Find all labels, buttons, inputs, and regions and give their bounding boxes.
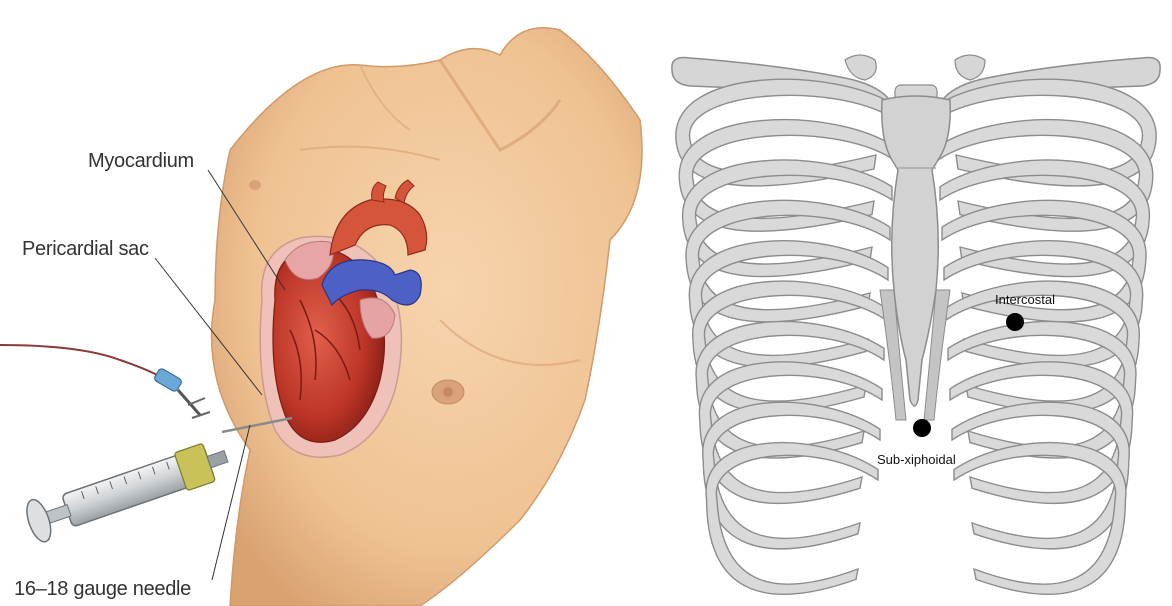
label-myocardium: Myocardium [88, 150, 194, 173]
subxiphoidal-marker [913, 419, 931, 437]
syringe [22, 435, 233, 544]
label-subxiphoidal: Sub-xiphoidal [877, 452, 956, 467]
label-needle: 16–18 gauge needle [14, 578, 191, 601]
rib-cage-diagram: Intercostal Sub-xiphoidal [660, 0, 1172, 606]
ribs-left [676, 79, 896, 594]
label-intercostal: Intercostal [995, 292, 1055, 307]
rib-cage-drawing [660, 0, 1172, 606]
pericardiocentesis-illustration: Myocardium Pericardial sac 16–18 gauge n… [0, 0, 660, 606]
intercostal-marker [1006, 313, 1024, 331]
label-pericardial-sac: Pericardial sac [22, 238, 149, 261]
ribs-right [936, 79, 1156, 594]
torso-heart-drawing [0, 0, 660, 606]
